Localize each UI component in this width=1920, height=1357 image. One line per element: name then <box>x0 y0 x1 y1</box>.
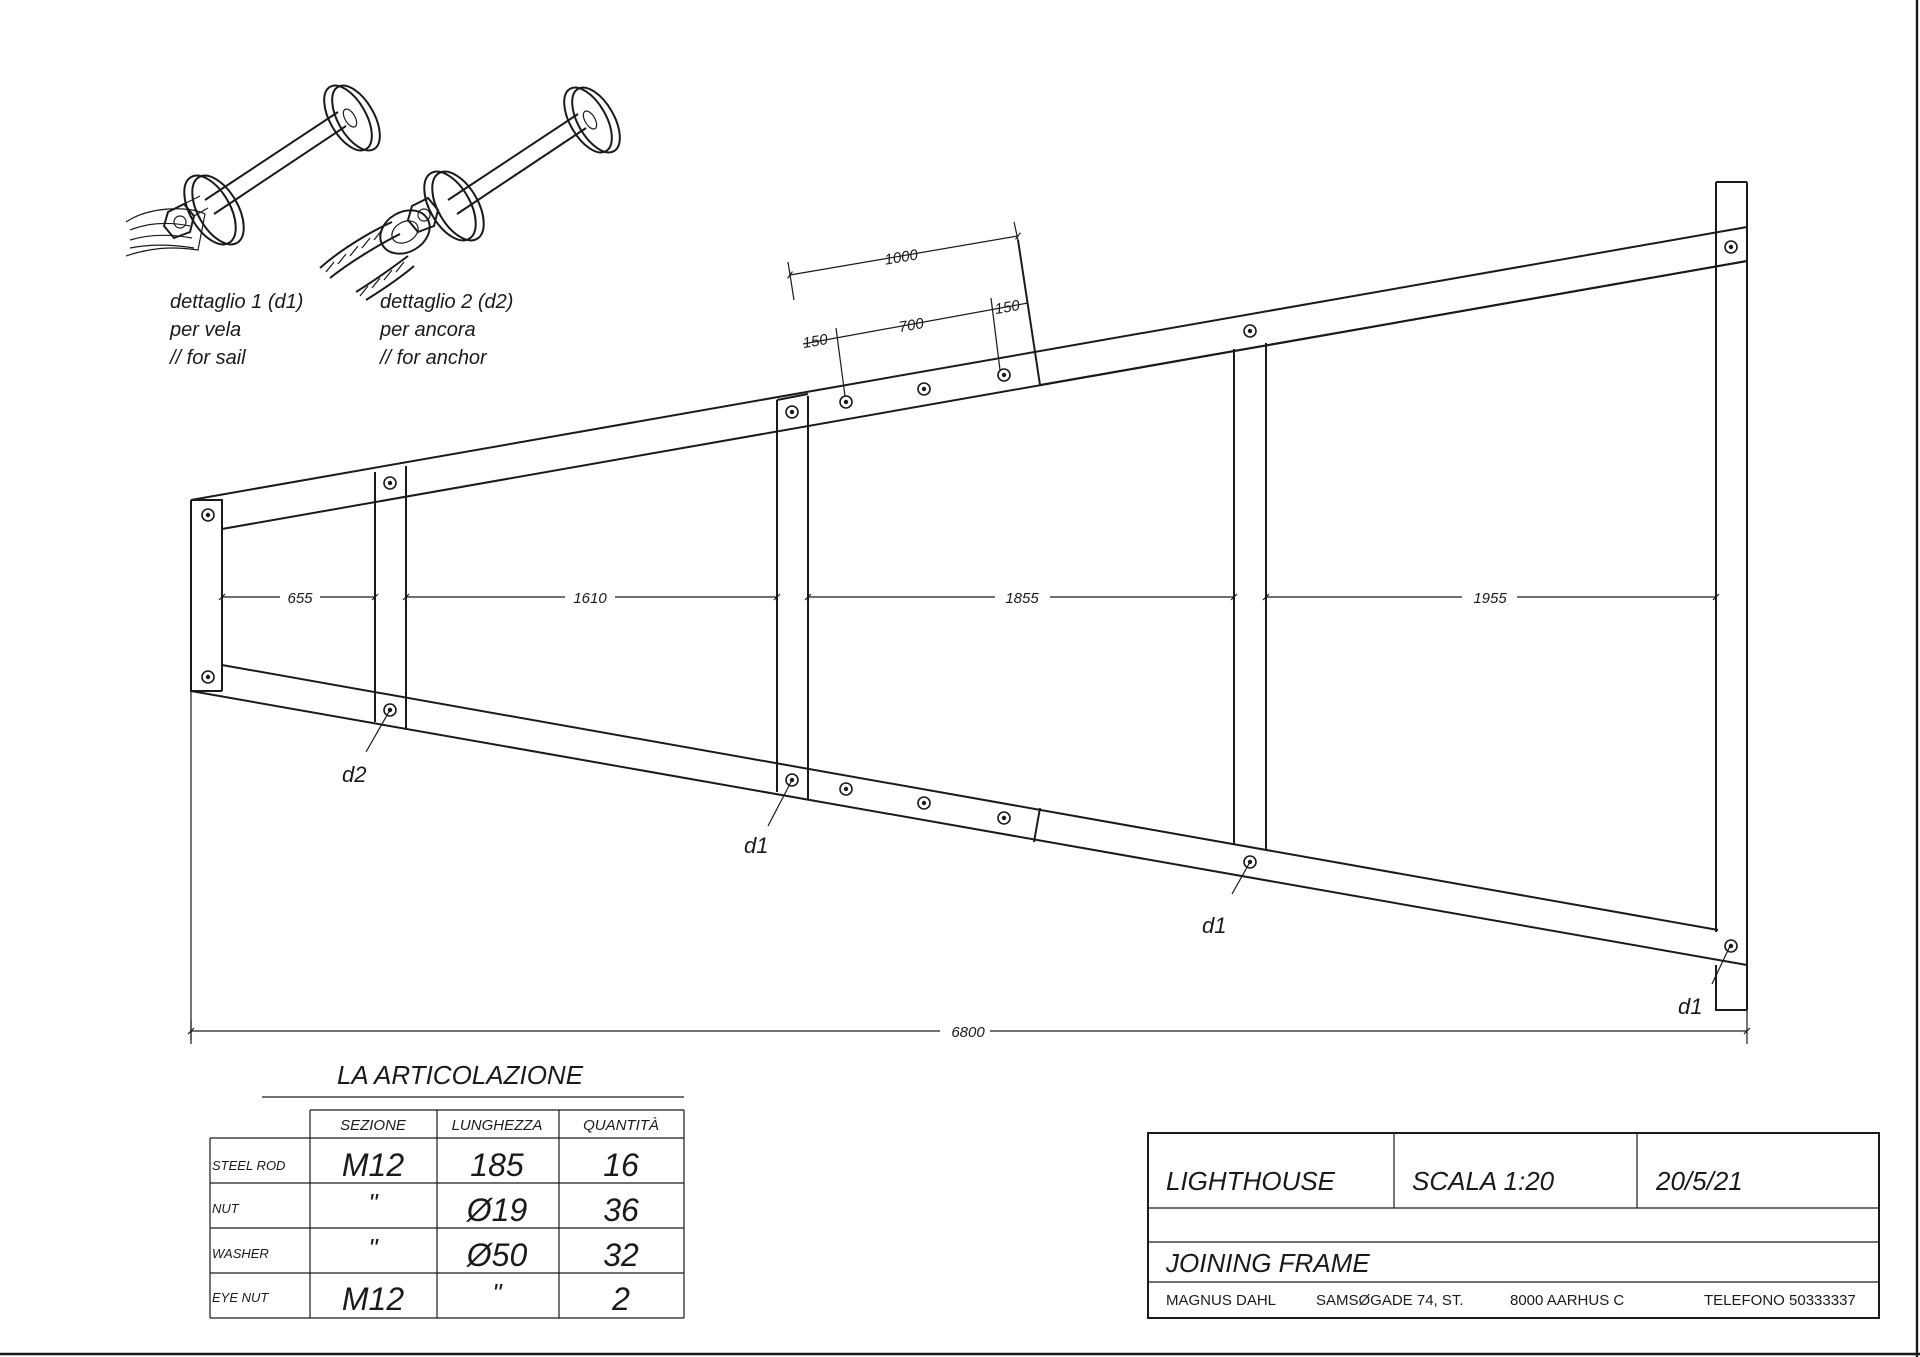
overall-dimension: 6800 <box>187 1010 1751 1044</box>
bolt-icon <box>839 782 853 796</box>
detail-2-illustration <box>319 86 621 301</box>
bottom-plate-end <box>1033 807 1041 843</box>
dim-top-150-left: 150 <box>802 331 830 352</box>
row-3-section: " <box>368 1233 379 1263</box>
callout-d2: d2 <box>342 762 366 787</box>
bolt-icon <box>997 368 1011 382</box>
row-1-length: 185 <box>470 1147 524 1183</box>
detail-callouts: d2 d1 d1 d1 <box>342 709 1731 1019</box>
row-4-section: M12 <box>342 1281 404 1317</box>
row-2-length: Ø19 <box>466 1192 528 1228</box>
dim-bay-1: 655 <box>287 590 313 607</box>
row-3-length: Ø50 <box>466 1237 528 1273</box>
parts-table: LA ARTICOLAZIONE SEZIONE LUNGHEZZA QUANT… <box>209 1060 685 1319</box>
bolt-icon <box>1724 240 1738 254</box>
detail-1-illustration <box>125 84 381 257</box>
bolt-icon <box>917 796 931 810</box>
detail-1-line3: // for sail <box>168 347 246 369</box>
author-address: SAMSØGADE 74, ST. <box>1316 1292 1464 1309</box>
detail-1-title: dettaglio 1 (d1) <box>170 291 303 313</box>
row-1-qty: 16 <box>603 1147 639 1183</box>
bolt-icon <box>997 811 1011 825</box>
header-quantita: QUANTITÀ <box>583 1117 659 1134</box>
row-1-section: M12 <box>342 1147 404 1183</box>
callout-d1-post4: d1 <box>1202 913 1226 938</box>
drawing-date: 20/5/21 <box>1655 1166 1743 1196</box>
bolt-icon <box>1243 324 1257 338</box>
detail-2-line2: per ancora <box>379 319 476 341</box>
bolt-icon <box>785 405 799 419</box>
project-name: LIGHTHOUSE <box>1166 1166 1336 1196</box>
dim-top-150-right: 150 <box>994 297 1022 318</box>
bolt-icon <box>201 508 215 522</box>
row-4-name: EYE NUT <box>212 1290 269 1305</box>
dim-bay-2: 1610 <box>573 590 607 607</box>
row-2-qty: 36 <box>603 1192 639 1228</box>
author-name: MAGNUS DAHL <box>1166 1292 1276 1309</box>
row-2-name: NUT <box>212 1201 240 1216</box>
row-4-qty: 2 <box>611 1281 630 1317</box>
dim-top-1000: 1000 <box>883 246 919 268</box>
callout-d1-end: d1 <box>1678 994 1702 1019</box>
dim-bay-3: 1855 <box>1005 590 1039 607</box>
dim-top-700: 700 <box>898 315 926 336</box>
bolt-group <box>201 240 1738 953</box>
row-2-section: " <box>368 1188 379 1218</box>
drawing-scale: SCALA 1:20 <box>1412 1166 1555 1196</box>
dim-bay-4: 1955 <box>1473 590 1507 607</box>
top-dimensions: 1000 150 700 150 <box>787 221 1029 397</box>
row-1-name: STEEL ROD <box>212 1158 285 1173</box>
dim-overall: 6800 <box>951 1024 985 1041</box>
post-1 <box>190 499 223 692</box>
row-4-length: " <box>492 1278 503 1308</box>
bottom-beam-inner <box>221 664 1719 931</box>
title-block: LIGHTHOUSE SCALA 1:20 20/5/21 JOINING FR… <box>1147 1132 1880 1319</box>
top-plate-end <box>1017 239 1041 386</box>
bolt-icon <box>1724 939 1738 953</box>
bay-dimensions: 655 1610 1855 1955 <box>218 587 1720 607</box>
detail-1-line2: per vela <box>169 319 241 341</box>
callout-d1-post3: d1 <box>744 833 768 858</box>
bolt-icon <box>383 476 397 490</box>
drawing-title: JOINING FRAME <box>1165 1248 1370 1278</box>
frame-drawing <box>190 181 1748 1040</box>
bolt-icon <box>201 670 215 684</box>
top-beam-plate-edge <box>1039 260 1748 386</box>
bolt-icon <box>839 395 853 409</box>
author-phone: TELEFONO 50333337 <box>1704 1292 1856 1309</box>
header-sezione: SEZIONE <box>340 1117 407 1134</box>
detail-2-title: dettaglio 2 (d2) <box>380 291 513 313</box>
header-lunghezza: LUNGHEZZA <box>452 1117 543 1134</box>
detail-2-line3: // for anchor <box>378 347 488 369</box>
bolt-icon <box>917 382 931 396</box>
row-3-name: WASHER <box>212 1246 269 1261</box>
row-3-qty: 32 <box>603 1237 639 1273</box>
bottom-beam-outer <box>190 690 1748 966</box>
author-city: 8000 AARHUS C <box>1510 1292 1624 1309</box>
top-beam-outer <box>190 226 1748 501</box>
parts-table-title: LA ARTICOLAZIONE <box>337 1060 584 1090</box>
